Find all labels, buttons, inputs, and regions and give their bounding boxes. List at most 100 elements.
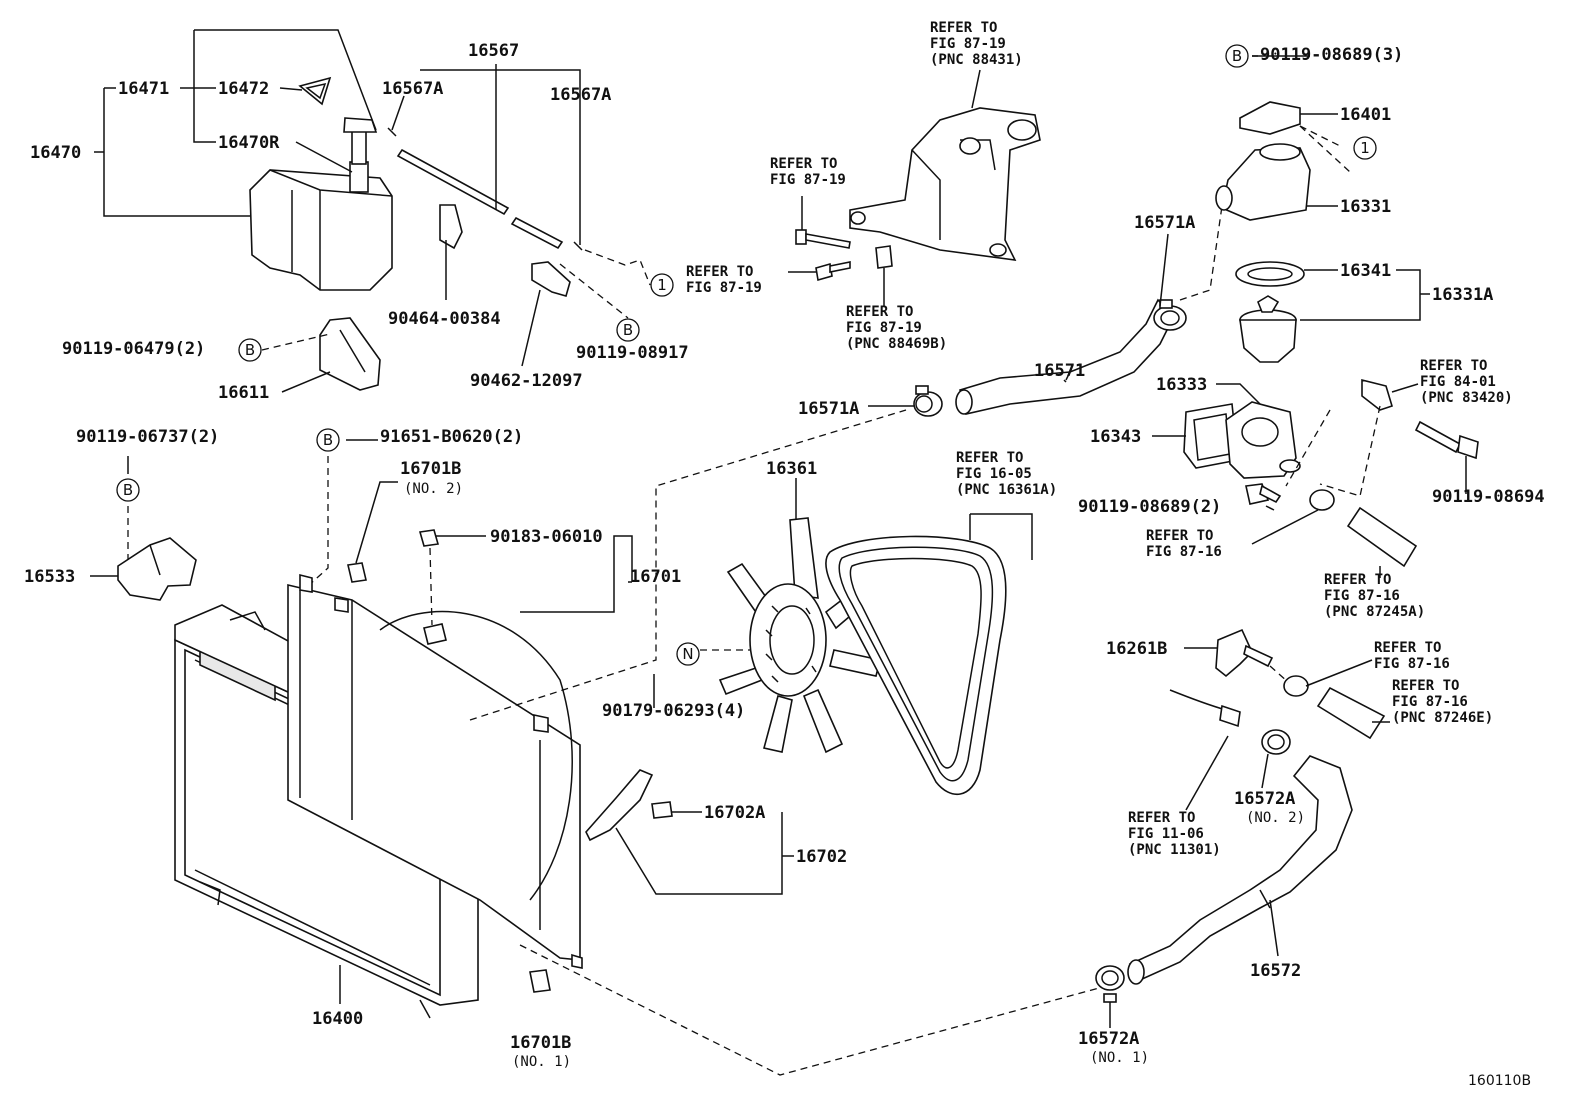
part-label-16471: 16471 [118,79,169,99]
marker-b-08917: B [616,318,640,342]
lower-hose-16572 [1127,755,1353,985]
hose-clamp-16571A-b [1153,299,1187,331]
upper-hose-16571 [955,298,1175,415]
circle-markers: 1 B B B B N B 1 [116,44,1377,666]
sub-label-16701B-1-no: (NO. 1) [512,1054,571,1070]
clamp-87-16 [1309,489,1335,511]
refer-note-ref-hose1-line-1: FIG 87-16 [1146,544,1222,560]
svg-text:B: B [623,321,633,339]
part-label-16571: 16571 [1034,361,1085,381]
hose-87246E [1316,686,1386,740]
marker-n: N [676,642,700,666]
part-label-90462-12097: 90462-12097 [470,371,583,391]
refer-note-ref-hose3-line-0: REFER TO [1392,678,1459,694]
gasket-16343 [1183,403,1239,469]
part-label-16401: 16401 [1340,105,1391,125]
bolt-refer-87-19 [795,229,851,249]
sub-label-16572A-2-no: (NO. 2) [1246,810,1305,826]
refer-note-ref-nut-line-0: REFER TO [846,304,913,320]
part-label-16567: 16567 [468,41,519,61]
marker-1-a: 1 [650,273,674,297]
clip-16701B-no2 [347,562,367,583]
part-label-16572A-2: 16572A [1234,789,1295,809]
refer-note-ref-nut-line-2: (PNC 88469B) [846,336,947,352]
marker-b-06479: B [238,338,262,362]
refer-note-ref-nut-line-1: FIG 87-19 [846,320,922,336]
part-label-16470: 16470 [30,143,81,163]
refer-note-ref-pipe-line-2: (PNC 11301) [1128,842,1221,858]
svg-text:B: B [245,341,255,359]
refer-note-ref-hose2-line-2: (PNC 87245A) [1324,604,1425,620]
nut-90183 [418,529,447,645]
clamp-87-16-b [1283,675,1309,697]
part-label-16701B-2: 16701B [400,459,461,479]
gasket-16341 [1235,261,1305,287]
part-label-16400: 16400 [312,1009,363,1029]
part-label-90119-08694: 90119-08694 [1432,487,1545,507]
refer-note-ref-bolt2-line-0: REFER TO [686,264,753,280]
water-inlet-16333 [1225,401,1301,479]
refer-note-ref-pipe-line-0: REFER TO [1128,810,1195,826]
part-label-16572A-1: 16572A [1078,1029,1139,1049]
refer-note-ref-top-center-line-1: FIG 87-19 [930,36,1006,52]
marker-b-91651: B [316,428,340,452]
part-label-16702A: 16702A [704,803,765,823]
part-label-90119-08917: 90119-08917 [576,343,689,363]
fan-shroud-16701 [287,573,583,969]
part-label-16571A-a: 16571A [798,399,859,419]
part-label-91651-B0620: 91651-B0620(2) [380,427,523,447]
part-label-16333: 16333 [1156,375,1207,395]
refer-note-ref-hose1-line-0: REFER TO [1146,528,1213,544]
part-label-16572: 16572 [1250,961,1301,981]
svg-text:N: N [682,645,693,663]
part-label-16470R: 16470R [218,133,280,153]
cooling-fan-16361 [718,517,881,754]
svg-text:1: 1 [657,276,667,294]
marker-b-06737: B [116,478,140,502]
bolt-90119-08689-2 [1245,483,1282,505]
reservoir-tank [249,117,393,291]
sub-label-16701B-2-no: (NO. 2) [404,481,463,497]
hose-87245A [1346,506,1418,568]
part-label-90119-08689-3: 90119-08689(3) [1260,45,1403,65]
refer-note-ref-belt-line-0: REFER TO [956,450,1023,466]
diagram-id: 160110B [1468,1073,1531,1089]
water-pump-housing [849,107,1041,261]
refer-note-ref-bolt2-line-1: FIG 87-19 [686,280,762,296]
shroud-bracket-16702 [585,769,673,842]
tank-bracket-16611 [319,317,381,391]
refer-note-ref-belt-line-1: FIG 16-05 [956,466,1032,482]
drain-cock-16261B [1215,628,1274,678]
part-label-90119-06479: 90119-06479(2) [62,339,205,359]
hose-clamp-16572A-no2 [1261,729,1291,755]
part-label-90183-06010: 90183-06010 [490,527,603,547]
nut-refer-87-19 [875,245,893,269]
clip-16701B-no1 [529,969,551,993]
refer-note-ref-hose2-line-1: FIG 87-16 [1324,588,1400,604]
part-label-16701: 16701 [630,567,681,587]
refer-note-ref-pipe-line-1: FIG 11-06 [1128,826,1204,842]
part-label-90179-06293: 90179-06293(4) [602,701,745,721]
refer-note-ref-hose3-line-2: (PNC 87246E) [1392,710,1493,726]
refer-note-ref-top-center-line-2: (PNC 88431) [930,52,1023,68]
part-label-16567A-b: 16567A [550,85,611,105]
clamp-90462 [531,261,571,297]
part-label-16361: 16361 [766,459,817,479]
part-label-90119-08689-2: 90119-08689(2) [1078,497,1221,517]
part-label-16331: 16331 [1340,197,1391,217]
part-sub-labels: (NO. 2)(NO. 1)(NO. 2)(NO. 1) [404,481,1305,1070]
refer-note-ref-sensor-line-2: (PNC 83420) [1420,390,1513,406]
part-label-16341: 16341 [1340,261,1391,281]
refer-note-ref-belt-line-2: (PNC 16361A) [956,482,1057,498]
thermostat [1239,295,1297,363]
refer-note-ref-top-center-line-0: REFER TO [930,20,997,36]
marker-1-b: 1 [1353,136,1377,160]
part-label-16261B: 16261B [1106,639,1167,659]
part-label-16701B-1: 16701B [510,1033,571,1053]
hose-clamp-16571A-a [913,385,943,417]
part-label-16702: 16702 [796,847,847,867]
